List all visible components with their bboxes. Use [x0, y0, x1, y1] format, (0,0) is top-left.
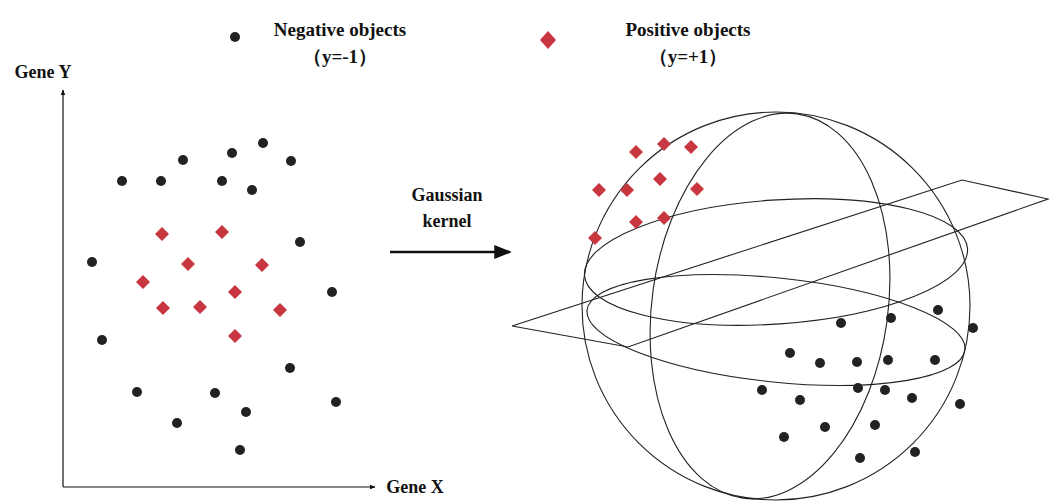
negative-point [779, 432, 789, 442]
positive-point [156, 301, 170, 315]
positive-point [136, 275, 150, 289]
negative-point [955, 399, 965, 409]
negative-point [820, 422, 830, 432]
negative-point [172, 418, 182, 428]
legend-dot-sample [230, 32, 240, 42]
negative-point [910, 447, 920, 457]
positive-point [629, 215, 643, 229]
negative-point [331, 397, 341, 407]
axis-label: Gene X [375, 474, 455, 500]
negative-point [327, 287, 337, 297]
negative-point [132, 387, 142, 397]
positive-point [273, 303, 287, 317]
negative-point [880, 385, 890, 395]
negative-point [886, 313, 896, 323]
positive-point [684, 140, 698, 154]
negative-point [930, 355, 940, 365]
negative-point [815, 358, 825, 368]
negative-point [156, 176, 166, 186]
positive-point [653, 172, 667, 186]
negative-point [87, 257, 97, 267]
positive-point [228, 285, 242, 299]
negative-point [258, 138, 268, 148]
feature-sphere [580, 97, 972, 503]
x-axis [63, 486, 375, 487]
negative-point [933, 305, 943, 315]
negative-point [285, 363, 295, 373]
negative-point [855, 453, 865, 463]
positive-point [620, 183, 634, 197]
negative-point [852, 357, 862, 367]
negative-point [785, 348, 795, 358]
positive-point [629, 145, 643, 159]
legend-diamond-sample [540, 31, 556, 49]
positive-point [155, 227, 169, 241]
negative-point [870, 420, 880, 430]
legend-text: Positive objects （y=+1） [601, 17, 776, 70]
negative-point [210, 388, 220, 398]
negative-point [117, 176, 127, 186]
positive-point [181, 257, 195, 271]
negative-point [235, 445, 245, 455]
arrow-label: Gaussian kernel [399, 182, 495, 234]
separating-hyperplane [512, 180, 1048, 347]
positive-point [215, 225, 229, 239]
negative-point [295, 237, 305, 247]
negative-point [883, 355, 893, 365]
negative-point [853, 383, 863, 393]
positive-point [657, 211, 671, 225]
kernel-arrow [390, 251, 510, 254]
positive-point [255, 258, 269, 272]
negative-point [178, 155, 188, 165]
negative-point [757, 385, 767, 395]
negative-point [968, 323, 978, 333]
y-axis [62, 90, 63, 487]
negative-point [836, 318, 846, 328]
positive-point [592, 183, 606, 197]
negative-point [795, 395, 805, 405]
negative-point [227, 148, 237, 158]
positive-point [228, 329, 242, 343]
data-points [87, 137, 978, 463]
negative-point [97, 335, 107, 345]
legend-text: Negative objects （y=-1） [253, 17, 428, 70]
negative-point [241, 407, 251, 417]
positive-point [588, 231, 602, 245]
positive-point [193, 300, 207, 314]
negative-point [247, 185, 257, 195]
positive-point [657, 137, 671, 151]
positive-point [690, 182, 704, 196]
negative-point [907, 393, 917, 403]
axis-label: Gene Y [3, 59, 83, 85]
negative-point [286, 156, 296, 166]
negative-point [217, 176, 227, 186]
